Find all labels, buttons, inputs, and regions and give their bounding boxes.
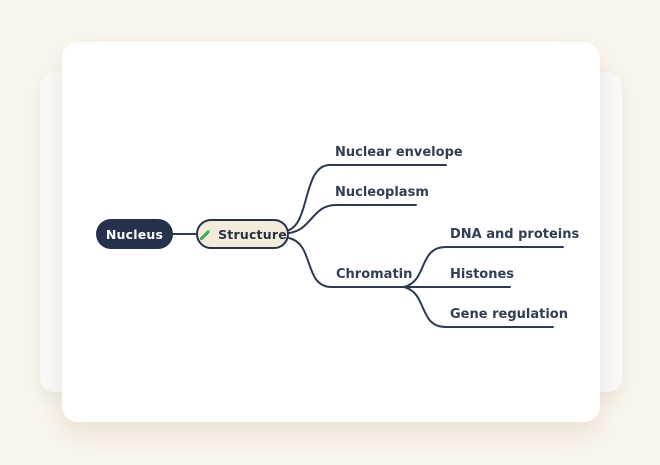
pencil-icon bbox=[198, 227, 213, 242]
branch-label-chromatin[interactable]: Chromatin bbox=[336, 267, 413, 282]
node-structure[interactable]: Structure bbox=[196, 219, 289, 249]
branch-line-chromatin bbox=[288, 237, 405, 288]
branch-label-nuclear-envelope[interactable]: Nuclear envelope bbox=[335, 145, 463, 160]
branch-line-gene-regulation bbox=[403, 286, 554, 328]
branch-line-dna-and-proteins bbox=[403, 246, 564, 288]
node-nucleus-label: Nucleus bbox=[105, 226, 164, 242]
branch-label-gene-regulation[interactable]: Gene regulation bbox=[450, 307, 568, 322]
branch-line-nucleoplasm bbox=[288, 204, 417, 234]
branch-line-nuclear-envelope bbox=[288, 164, 447, 231]
node-structure-label: Structure bbox=[218, 226, 287, 242]
branch-label-histones[interactable]: Histones bbox=[450, 267, 515, 282]
branch-label-dna-and-proteins[interactable]: DNA and proteins bbox=[450, 227, 580, 242]
branch-label-nucleoplasm[interactable]: Nucleoplasm bbox=[335, 185, 429, 200]
node-nucleus[interactable]: Nucleus bbox=[96, 219, 173, 249]
